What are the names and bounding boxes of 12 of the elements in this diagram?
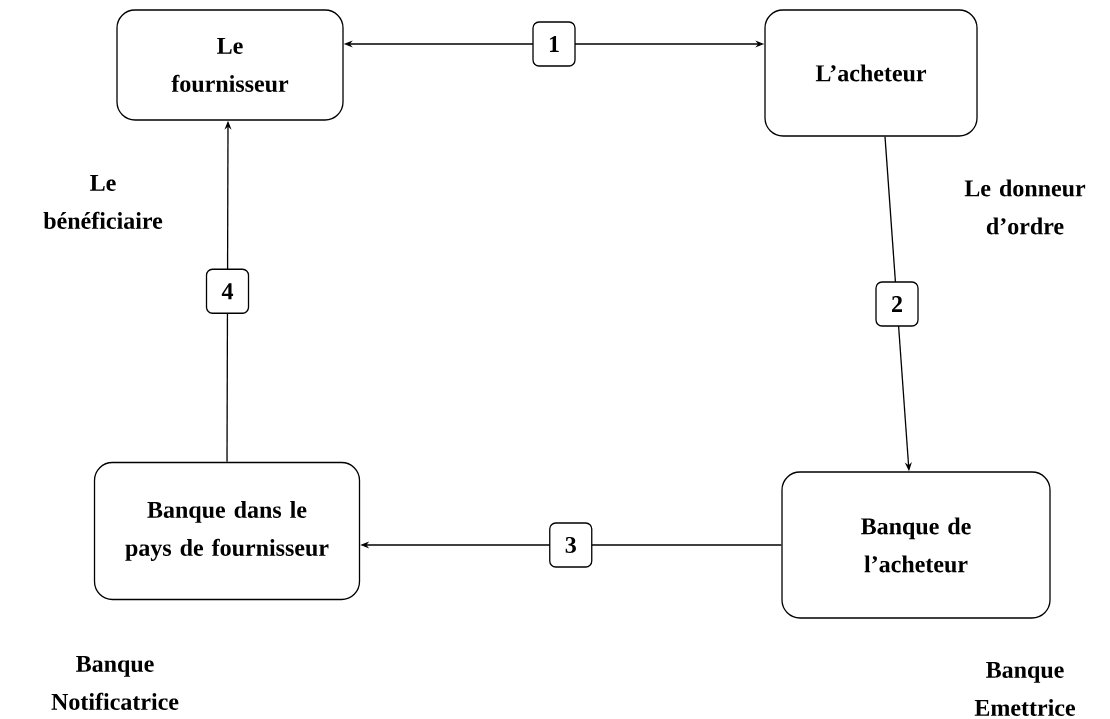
step-number-box: 4	[205, 268, 250, 314]
process-box: Banque de l’acheteur	[781, 471, 1051, 619]
role-label: Le bénéficiaire	[43, 175, 163, 229]
role-label: Banque Emettrice	[974, 662, 1075, 716]
process-box: Banque dans le pays de fournisseur	[93, 461, 361, 601]
role-label: Le donneur d’ordre	[964, 179, 1086, 235]
step-number-box: 1	[532, 21, 576, 67]
step-number-box: 3	[549, 522, 593, 568]
process-box: L’acheteur	[764, 9, 978, 137]
process-box: Le fournisseur	[116, 9, 344, 121]
role-label: Banque Notificatrice	[51, 656, 179, 710]
step-number-box: 2	[875, 281, 919, 327]
